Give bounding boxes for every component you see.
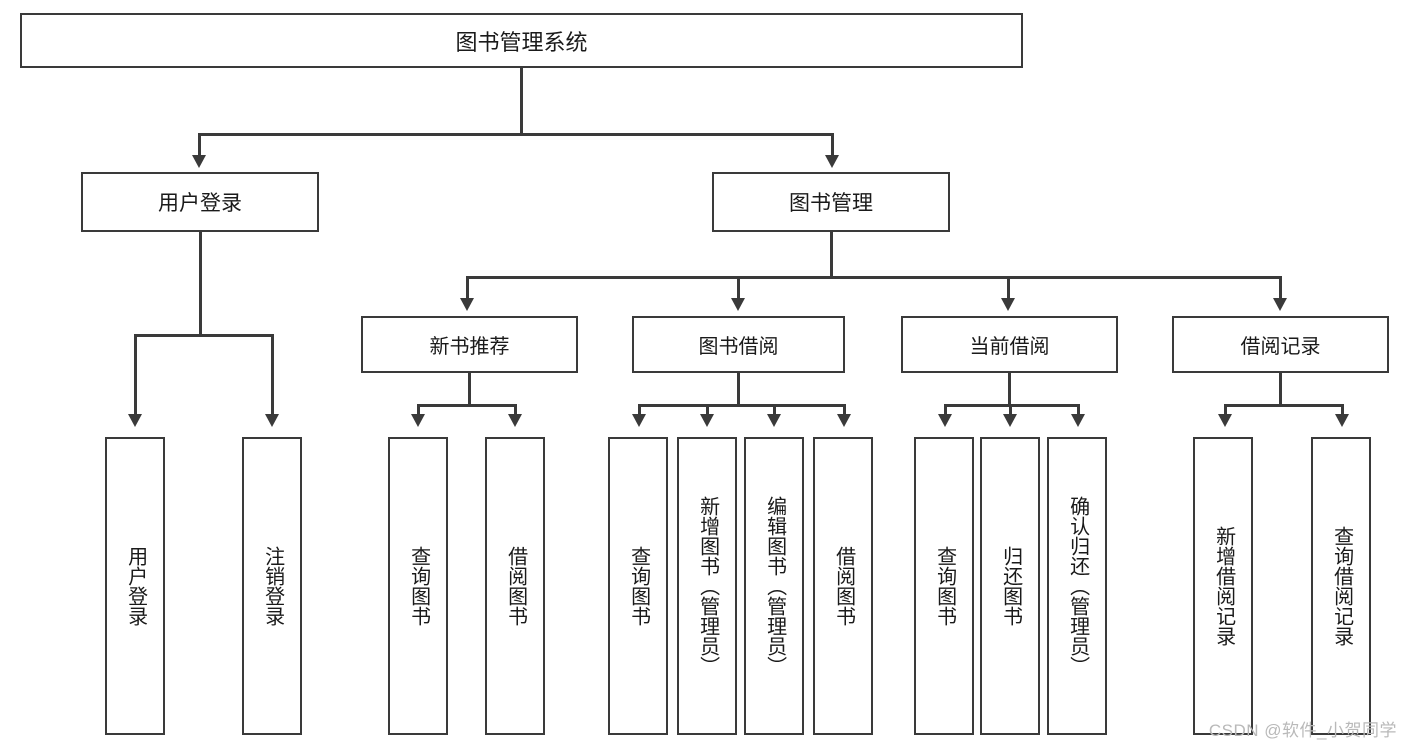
edge-bm-to-book-borrow xyxy=(737,276,740,300)
edge-book-manage-bus xyxy=(466,276,1280,279)
node-label: 确认归还（管理员） xyxy=(1066,496,1089,676)
node-current-borrow[interactable]: 当前借阅 xyxy=(901,316,1118,373)
node-label: 图书管理系统 xyxy=(455,29,588,55)
edge-bb-to-leaf-3 xyxy=(773,404,776,416)
node-label: 新增借阅记录 xyxy=(1212,526,1235,646)
edge-borrow-record-bus xyxy=(1224,404,1342,407)
node-book-borrow[interactable]: 图书借阅 xyxy=(632,316,845,373)
arrowhead-new-book-recommend xyxy=(460,298,474,311)
arrowhead-book-manage xyxy=(825,155,839,168)
edge-user-login-to-leaf-1 xyxy=(134,334,137,416)
arrowhead-leaf-add-book xyxy=(700,414,714,427)
node-book-management[interactable]: 图书管理 xyxy=(712,172,950,232)
arrowhead-leaf-borrow-book-2 xyxy=(837,414,851,427)
edge-user-login-bus xyxy=(134,334,273,337)
node-label: 当前借阅 xyxy=(969,336,1050,358)
edge-book-manage-stem xyxy=(830,232,833,278)
node-label: 编辑图书（管理员） xyxy=(763,496,786,676)
edge-bm-to-new-book xyxy=(466,276,469,300)
arrowhead-leaf-query-book-1 xyxy=(411,414,425,427)
arrowhead-user-login xyxy=(192,155,206,168)
leaf-logout[interactable]: 注销登录 xyxy=(242,437,302,735)
leaf-query-book-current[interactable]: 查询图书 xyxy=(914,437,974,735)
edge-cb-to-leaf-3 xyxy=(1077,404,1080,416)
leaf-query-book-borrow[interactable]: 查询图书 xyxy=(608,437,668,735)
edge-bb-to-leaf-4 xyxy=(843,404,846,416)
node-label: 查询图书 xyxy=(627,546,650,626)
node-user-login[interactable]: 用户登录 xyxy=(81,172,319,232)
edge-bb-to-leaf-2 xyxy=(706,404,709,416)
edge-user-login-stem xyxy=(199,232,202,336)
node-label: 归还图书 xyxy=(999,546,1022,626)
node-root-system[interactable]: 图书管理系统 xyxy=(20,13,1023,68)
arrowhead-leaf-query-record xyxy=(1335,414,1349,427)
edge-root-to-user-login xyxy=(198,133,201,158)
arrowhead-leaf-confirm-return xyxy=(1071,414,1085,427)
leaf-borrow-book-recommend[interactable]: 借阅图书 xyxy=(485,437,545,735)
edge-book-borrow-stem xyxy=(737,373,740,406)
leaf-query-book-recommend[interactable]: 查询图书 xyxy=(388,437,448,735)
arrowhead-current-borrow xyxy=(1001,298,1015,311)
arrowhead-borrow-record xyxy=(1273,298,1287,311)
leaf-return-book[interactable]: 归还图书 xyxy=(980,437,1040,735)
leaf-add-borrow-record[interactable]: 新增借阅记录 xyxy=(1193,437,1253,735)
leaf-add-book-admin[interactable]: 新增图书（管理员） xyxy=(677,437,737,735)
node-label: 查询图书 xyxy=(407,546,430,626)
node-label: 用户登录 xyxy=(124,546,147,626)
edge-cb-to-leaf-1 xyxy=(944,404,947,416)
node-label: 查询借阅记录 xyxy=(1330,526,1353,646)
node-label: 注销登录 xyxy=(261,546,284,626)
arrowhead-book-borrow xyxy=(731,298,745,311)
arrowhead-leaf-user-login xyxy=(128,414,142,427)
node-new-book-recommend[interactable]: 新书推荐 xyxy=(361,316,578,373)
edge-new-book-to-leaf-1 xyxy=(417,404,420,416)
node-label: 借阅图书 xyxy=(832,546,855,626)
edge-borrow-record-stem xyxy=(1279,373,1282,406)
edge-bb-to-leaf-1 xyxy=(638,404,641,416)
node-label: 借阅记录 xyxy=(1240,336,1321,358)
edge-user-login-to-leaf-2 xyxy=(271,334,274,416)
node-label: 图书借阅 xyxy=(698,336,779,358)
node-label: 借阅图书 xyxy=(504,546,527,626)
edge-root-to-book-manage xyxy=(831,133,834,158)
arrowhead-leaf-return-book xyxy=(1003,414,1017,427)
arrowhead-leaf-query-book-3 xyxy=(938,414,952,427)
edge-current-borrow-stem xyxy=(1008,373,1011,406)
edge-br-to-leaf-1 xyxy=(1224,404,1227,416)
arrowhead-leaf-add-record xyxy=(1218,414,1232,427)
leaf-confirm-return-admin[interactable]: 确认归还（管理员） xyxy=(1047,437,1107,735)
arrowhead-leaf-edit-book xyxy=(767,414,781,427)
leaf-query-borrow-record[interactable]: 查询借阅记录 xyxy=(1311,437,1371,735)
edge-bm-to-borrow-record xyxy=(1279,276,1282,300)
edge-root-bus xyxy=(198,133,832,136)
node-label: 用户登录 xyxy=(158,192,242,215)
arrowhead-leaf-query-book-2 xyxy=(632,414,646,427)
arrowhead-leaf-logout xyxy=(265,414,279,427)
leaf-user-login[interactable]: 用户登录 xyxy=(105,437,165,735)
arrowhead-leaf-borrow-book-1 xyxy=(508,414,522,427)
node-label: 查询图书 xyxy=(933,546,956,626)
edge-cb-to-leaf-2 xyxy=(1009,404,1012,416)
node-label: 图书管理 xyxy=(789,192,873,215)
edge-book-borrow-bus xyxy=(638,404,844,407)
edge-new-book-stem xyxy=(468,373,471,406)
node-label: 新增图书（管理员） xyxy=(696,496,719,676)
edge-new-book-bus xyxy=(417,404,515,407)
edge-new-book-to-leaf-2 xyxy=(514,404,517,416)
node-label: 新书推荐 xyxy=(429,336,510,358)
leaf-edit-book-admin[interactable]: 编辑图书（管理员） xyxy=(744,437,804,735)
leaf-borrow-book-borrow[interactable]: 借阅图书 xyxy=(813,437,873,735)
edge-bm-to-current-borrow xyxy=(1007,276,1010,300)
edge-br-to-leaf-2 xyxy=(1341,404,1344,416)
edge-root-stem xyxy=(520,68,523,135)
node-borrow-record[interactable]: 借阅记录 xyxy=(1172,316,1389,373)
